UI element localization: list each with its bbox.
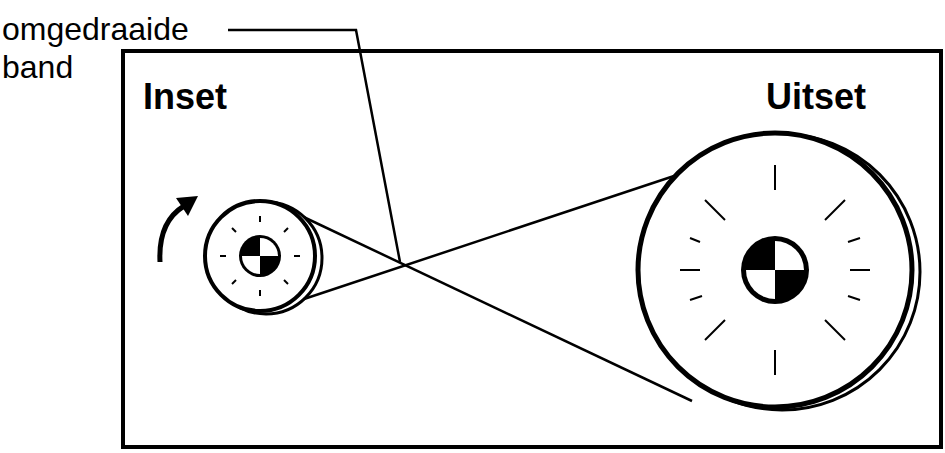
part-label: omgedraaide band	[2, 10, 207, 86]
belt	[293, 212, 692, 401]
output-pulley	[638, 133, 920, 410]
rotation-arrow	[160, 196, 198, 262]
leader-line	[228, 30, 400, 262]
frame	[123, 51, 941, 447]
input-label: Inset	[143, 76, 227, 118]
input-pulley	[205, 201, 322, 314]
belt	[298, 176, 674, 301]
output-label: Uitset	[766, 76, 866, 118]
